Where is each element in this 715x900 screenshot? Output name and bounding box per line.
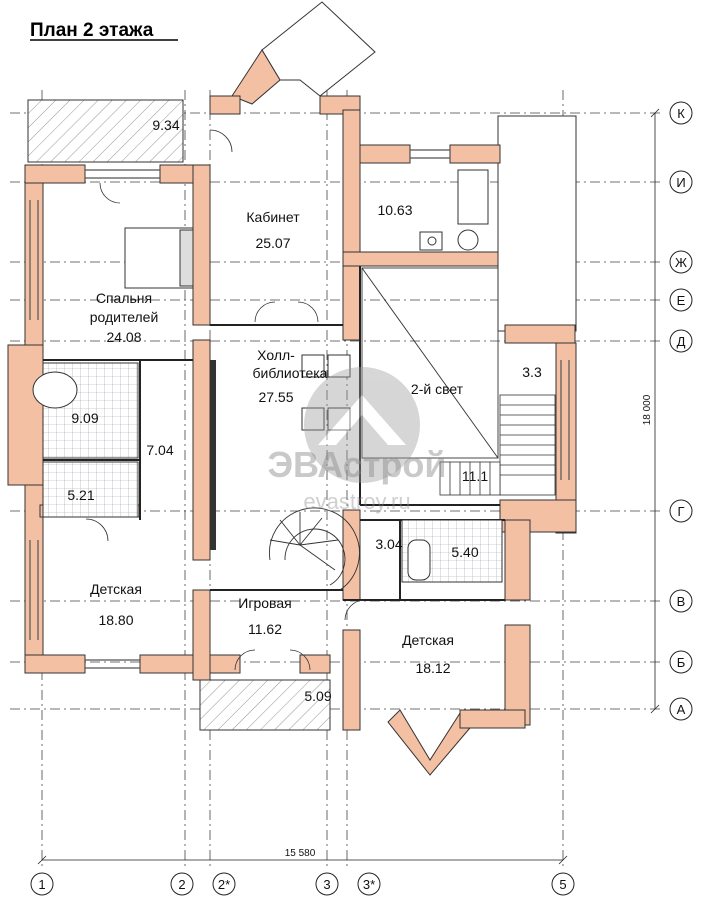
door-icon	[85, 129, 366, 671]
balcony-top	[27, 99, 184, 163]
row-axis-markers: К И Ж Е Д Г В Б А	[669, 101, 693, 721]
bookshelf	[210, 360, 216, 550]
axis-row-V: В	[677, 594, 686, 609]
house-logo-icon	[304, 367, 420, 483]
kids-right-name: Детская	[402, 632, 454, 648]
bath-521-area: 5.21	[67, 487, 94, 503]
second-light-name: 2-й свет	[411, 381, 464, 397]
windows	[29, 149, 570, 669]
parents-bedroom-area: 24.08	[106, 329, 141, 345]
watermark-brand: ЭВАстрой	[267, 444, 446, 485]
kids-left-area: 18.80	[98, 612, 133, 628]
overall-height-dimension: 18 000	[642, 394, 653, 425]
hall-area: 27.55	[258, 389, 293, 405]
balcony-top-area: 9.34	[152, 117, 179, 133]
column-axis-markers: 1 2 2* 3 3* 5	[30, 872, 575, 896]
bath-909-area: 9.09	[71, 410, 98, 426]
hall-furniture	[301, 354, 351, 431]
bathtub-icon	[32, 371, 78, 409]
bed-icon	[124, 227, 194, 289]
stair-111-area: 11.1	[462, 468, 488, 484]
balcony-bottom-area: 5.09	[304, 688, 331, 704]
plan-title: План 2 этажа	[30, 20, 154, 41]
dimension-lines	[37, 108, 660, 865]
small-33-area: 3.3	[522, 364, 542, 380]
main-stair	[439, 394, 556, 496]
tub-icon	[407, 539, 431, 581]
axis-row-B: Б	[677, 655, 686, 670]
spiral-stair-icon	[269, 507, 360, 591]
axis-col-3: 3	[323, 877, 330, 892]
sofa-icon	[457, 169, 489, 225]
axis-col-3star: 3*	[363, 877, 375, 892]
axis-row-E: Е	[677, 293, 686, 308]
hall-name-2: библиотека	[253, 365, 328, 381]
wc-304-area: 3.04	[375, 536, 402, 552]
axis-col-5: 5	[559, 877, 566, 892]
bay-window-top	[261, 1, 376, 97]
closet-704-area: 7.04	[146, 442, 173, 458]
study-name: Кабинет	[246, 209, 300, 225]
walls	[7, 95, 577, 731]
kids-left-name: Детская	[90, 581, 142, 597]
second-light-void	[361, 267, 499, 459]
watermark: ЭВАстрой evastroy.ru	[267, 367, 447, 514]
axis-row-D: Д	[677, 334, 686, 349]
watermark-site: evastroy.ru	[303, 489, 410, 514]
room-1063-area: 10.63	[377, 202, 412, 218]
axis-row-Zh: Ж	[675, 255, 687, 270]
axis-row-A: А	[677, 702, 686, 717]
hall-name-1: Холл-	[257, 347, 295, 363]
playroom-name: Игровая	[238, 595, 291, 611]
kids-right-area: 18.12	[415, 660, 450, 676]
bath-521-tiles	[42, 461, 139, 518]
axis-row-G: Г	[677, 504, 684, 519]
axis-col-2: 2	[178, 877, 185, 892]
axis-col-2star: 2*	[218, 877, 230, 892]
overall-width-dimension: 15 580	[285, 848, 316, 859]
axis-col-1: 1	[38, 877, 45, 892]
parents-bedroom-name-2: родителей	[90, 309, 159, 325]
bath-540-area: 5.40	[451, 544, 478, 560]
terrace-right	[497, 115, 577, 332]
playroom-area: 11.62	[248, 621, 282, 637]
axis-row-K: К	[677, 106, 685, 121]
stove-icon	[419, 229, 479, 251]
axis-row-I: И	[676, 175, 685, 190]
parents-bedroom-name-1: Спальня	[96, 290, 152, 306]
study-area: 25.07	[255, 235, 290, 251]
balcony-bottom	[199, 679, 331, 731]
